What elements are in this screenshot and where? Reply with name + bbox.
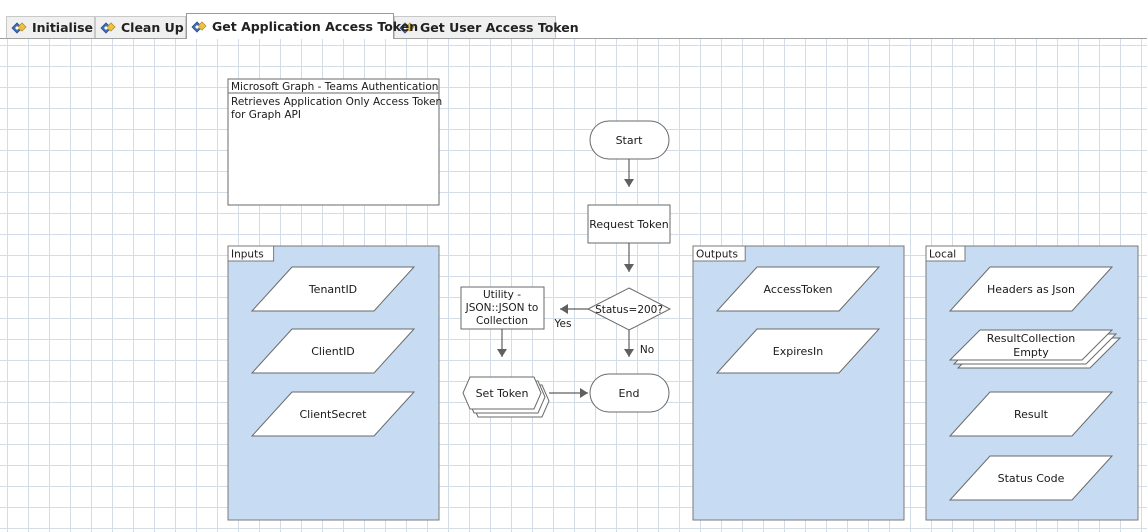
link-arrowhead — [624, 179, 634, 187]
request-token-stage[interactable]: Request Token — [587, 204, 671, 244]
note-body-line: Retrieves Application Only Access Token — [231, 96, 442, 108]
process-page-icon — [11, 21, 27, 34]
data-item-label: Empty — [1013, 346, 1049, 359]
data-item-shape[interactable] — [250, 391, 416, 437]
link-decision-yes[interactable] — [560, 304, 588, 314]
tab-label: Clean Up — [121, 20, 184, 35]
data-item-shape[interactable] — [250, 328, 416, 374]
tab-bar-divider — [0, 38, 1147, 39]
local-block-label: Local — [929, 249, 956, 261]
note-stage[interactable]: Microsoft Graph - Teams AuthenticationRe… — [227, 78, 442, 206]
action-label-line: Utility - — [483, 289, 521, 301]
tab-label: Initialise — [32, 20, 94, 35]
data-item-label: ClientSecret — [299, 408, 367, 421]
data-item-label: ClientID — [311, 345, 355, 358]
start-stage[interactable]: Start — [589, 120, 670, 160]
link-decision-no[interactable] — [624, 330, 634, 357]
link-action-setcalc[interactable] — [497, 329, 507, 357]
data-item[interactable]: Headers as Json — [948, 266, 1114, 312]
data-item-label: Status Code — [998, 472, 1065, 485]
data-item-shape[interactable] — [948, 391, 1114, 437]
data-item-shape[interactable] — [948, 266, 1114, 312]
tab-label: Get User Access Token — [420, 20, 579, 35]
tab-initialise[interactable]: Initialise — [6, 16, 95, 38]
inputs-block-label: Inputs — [231, 249, 264, 261]
link-arrowhead — [580, 388, 588, 398]
data-item[interactable]: TenantID — [250, 266, 416, 312]
set-token-stage[interactable]: Set Token — [462, 376, 550, 418]
note-body-line: for Graph API — [231, 109, 301, 121]
set-token-label: Set Token — [476, 387, 529, 400]
data-item-label: Headers as Json — [987, 283, 1075, 296]
data-item-shape[interactable] — [250, 266, 416, 312]
local-block-label-box — [925, 245, 966, 262]
tab-get-user-access-token[interactable]: Get User Access Token — [394, 16, 579, 38]
data-item[interactable]: ClientID — [250, 328, 416, 374]
action-label-line: JSON::JSON to — [465, 302, 539, 314]
end-stage[interactable]: End — [589, 373, 670, 413]
no-label: No — [640, 344, 654, 356]
end-label: End — [619, 387, 640, 400]
note-box — [227, 78, 440, 206]
link-arrowhead — [624, 349, 634, 357]
data-item-shape[interactable] — [715, 266, 881, 312]
set-token-shape — [462, 376, 542, 410]
data-item-label: ExpiresIn — [773, 345, 824, 358]
yes-label: Yes — [554, 318, 572, 330]
process-page-icon — [399, 21, 415, 34]
page-tab-bar: Initialise Clean Up Get Application Access… — [0, 0, 1147, 40]
data-item-label: TenantID — [308, 283, 357, 296]
end-shape — [589, 373, 670, 413]
data-item-shape[interactable] — [948, 455, 1114, 501]
data-item[interactable]: ClientSecret — [250, 391, 416, 437]
tab-label: Get Application Access Token — [212, 19, 419, 34]
action-shape — [460, 286, 545, 330]
link-arrowhead — [497, 349, 507, 357]
collection-shape[interactable] — [948, 329, 1114, 361]
data-item-label: AccessToken — [764, 283, 833, 296]
tab-clean-up[interactable]: Clean Up — [95, 16, 186, 38]
data-item-label: Result — [1014, 408, 1049, 421]
start-label: Start — [616, 134, 644, 147]
link-arrowhead — [624, 264, 634, 272]
link-start-request[interactable] — [624, 159, 634, 187]
inputs-block-label-box — [227, 245, 275, 262]
data-item[interactable]: Status Code — [948, 455, 1114, 501]
link-setcalc-end[interactable] — [549, 388, 588, 398]
request-token-label: Request Token — [589, 218, 669, 231]
process-diagram[interactable]: Microsoft Graph - Teams AuthenticationRe… — [0, 39, 1147, 532]
action-label-line: Collection — [476, 315, 528, 327]
data-item[interactable]: AccessToken — [715, 266, 881, 312]
data-item-label: ResultCollection — [987, 332, 1075, 345]
outputs-block-label: Outputs — [696, 249, 738, 261]
data-item[interactable]: ExpiresIn — [715, 328, 881, 374]
note-title: Microsoft Graph - Teams Authentication — [231, 81, 438, 93]
request-token-shape — [587, 204, 671, 244]
decision-label: Status=200? — [595, 304, 663, 316]
process-page-icon — [100, 21, 116, 34]
tab-get-application-access-token[interactable]: Get Application Access Token — [186, 13, 418, 39]
decision-stage[interactable]: Status=200? — [586, 287, 672, 331]
data-item-shape[interactable] — [715, 328, 881, 374]
link-arrowhead — [560, 304, 568, 314]
link-request-decision[interactable] — [624, 243, 634, 272]
data-item[interactable]: Result — [948, 391, 1114, 437]
outputs-block-label-box — [692, 245, 746, 262]
process-page-icon — [191, 20, 207, 33]
